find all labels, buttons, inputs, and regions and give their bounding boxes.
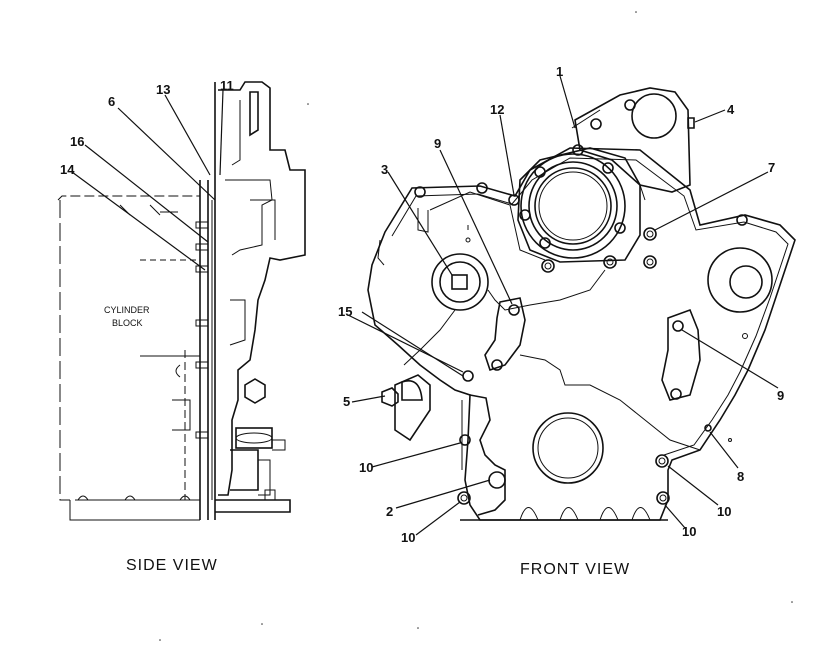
callout-1: 1 — [556, 64, 563, 79]
callout-9-upper: 9 — [434, 136, 441, 151]
side-view-caption: SIDE VIEW — [126, 557, 218, 574]
callout-10-left-lower: 10 — [401, 530, 415, 545]
callout-8: 8 — [737, 469, 744, 484]
callout-5: 5 — [343, 394, 350, 409]
block-label-line1: CYLINDER — [104, 305, 150, 315]
callout-9-lower: 9 — [777, 388, 784, 403]
callouts-front: 1 4 12 9 3 7 15 5 9 8 10 2 10 10 10 — [338, 64, 784, 545]
callout-4: 4 — [727, 102, 735, 117]
callout-6: 6 — [108, 94, 115, 109]
scan-specks — [159, 11, 793, 641]
view-labels: CYLINDER BLOCK SIDE VIEW FRONT VIEW — [104, 305, 630, 578]
front-view-caption: FRONT VIEW — [520, 561, 630, 578]
callouts-side: 6 13 11 16 14 — [60, 78, 234, 177]
callout-2: 2 — [386, 504, 393, 519]
block-label-line2: BLOCK — [112, 318, 143, 328]
side-view — [57, 81, 306, 521]
callout-13: 13 — [156, 82, 170, 97]
leader-lines — [71, 75, 779, 536]
front-view — [367, 87, 796, 521]
callout-10-right-upper: 10 — [717, 504, 731, 519]
callout-3: 3 — [381, 162, 388, 177]
callout-11: 11 — [220, 78, 234, 93]
callout-14: 14 — [60, 162, 75, 177]
callout-7: 7 — [768, 160, 775, 175]
callout-12: 12 — [490, 102, 504, 117]
callout-16: 16 — [70, 134, 84, 149]
callout-15: 15 — [338, 304, 352, 319]
callout-10-right-lower: 10 — [682, 524, 696, 539]
callout-10-left-upper: 10 — [359, 460, 373, 475]
